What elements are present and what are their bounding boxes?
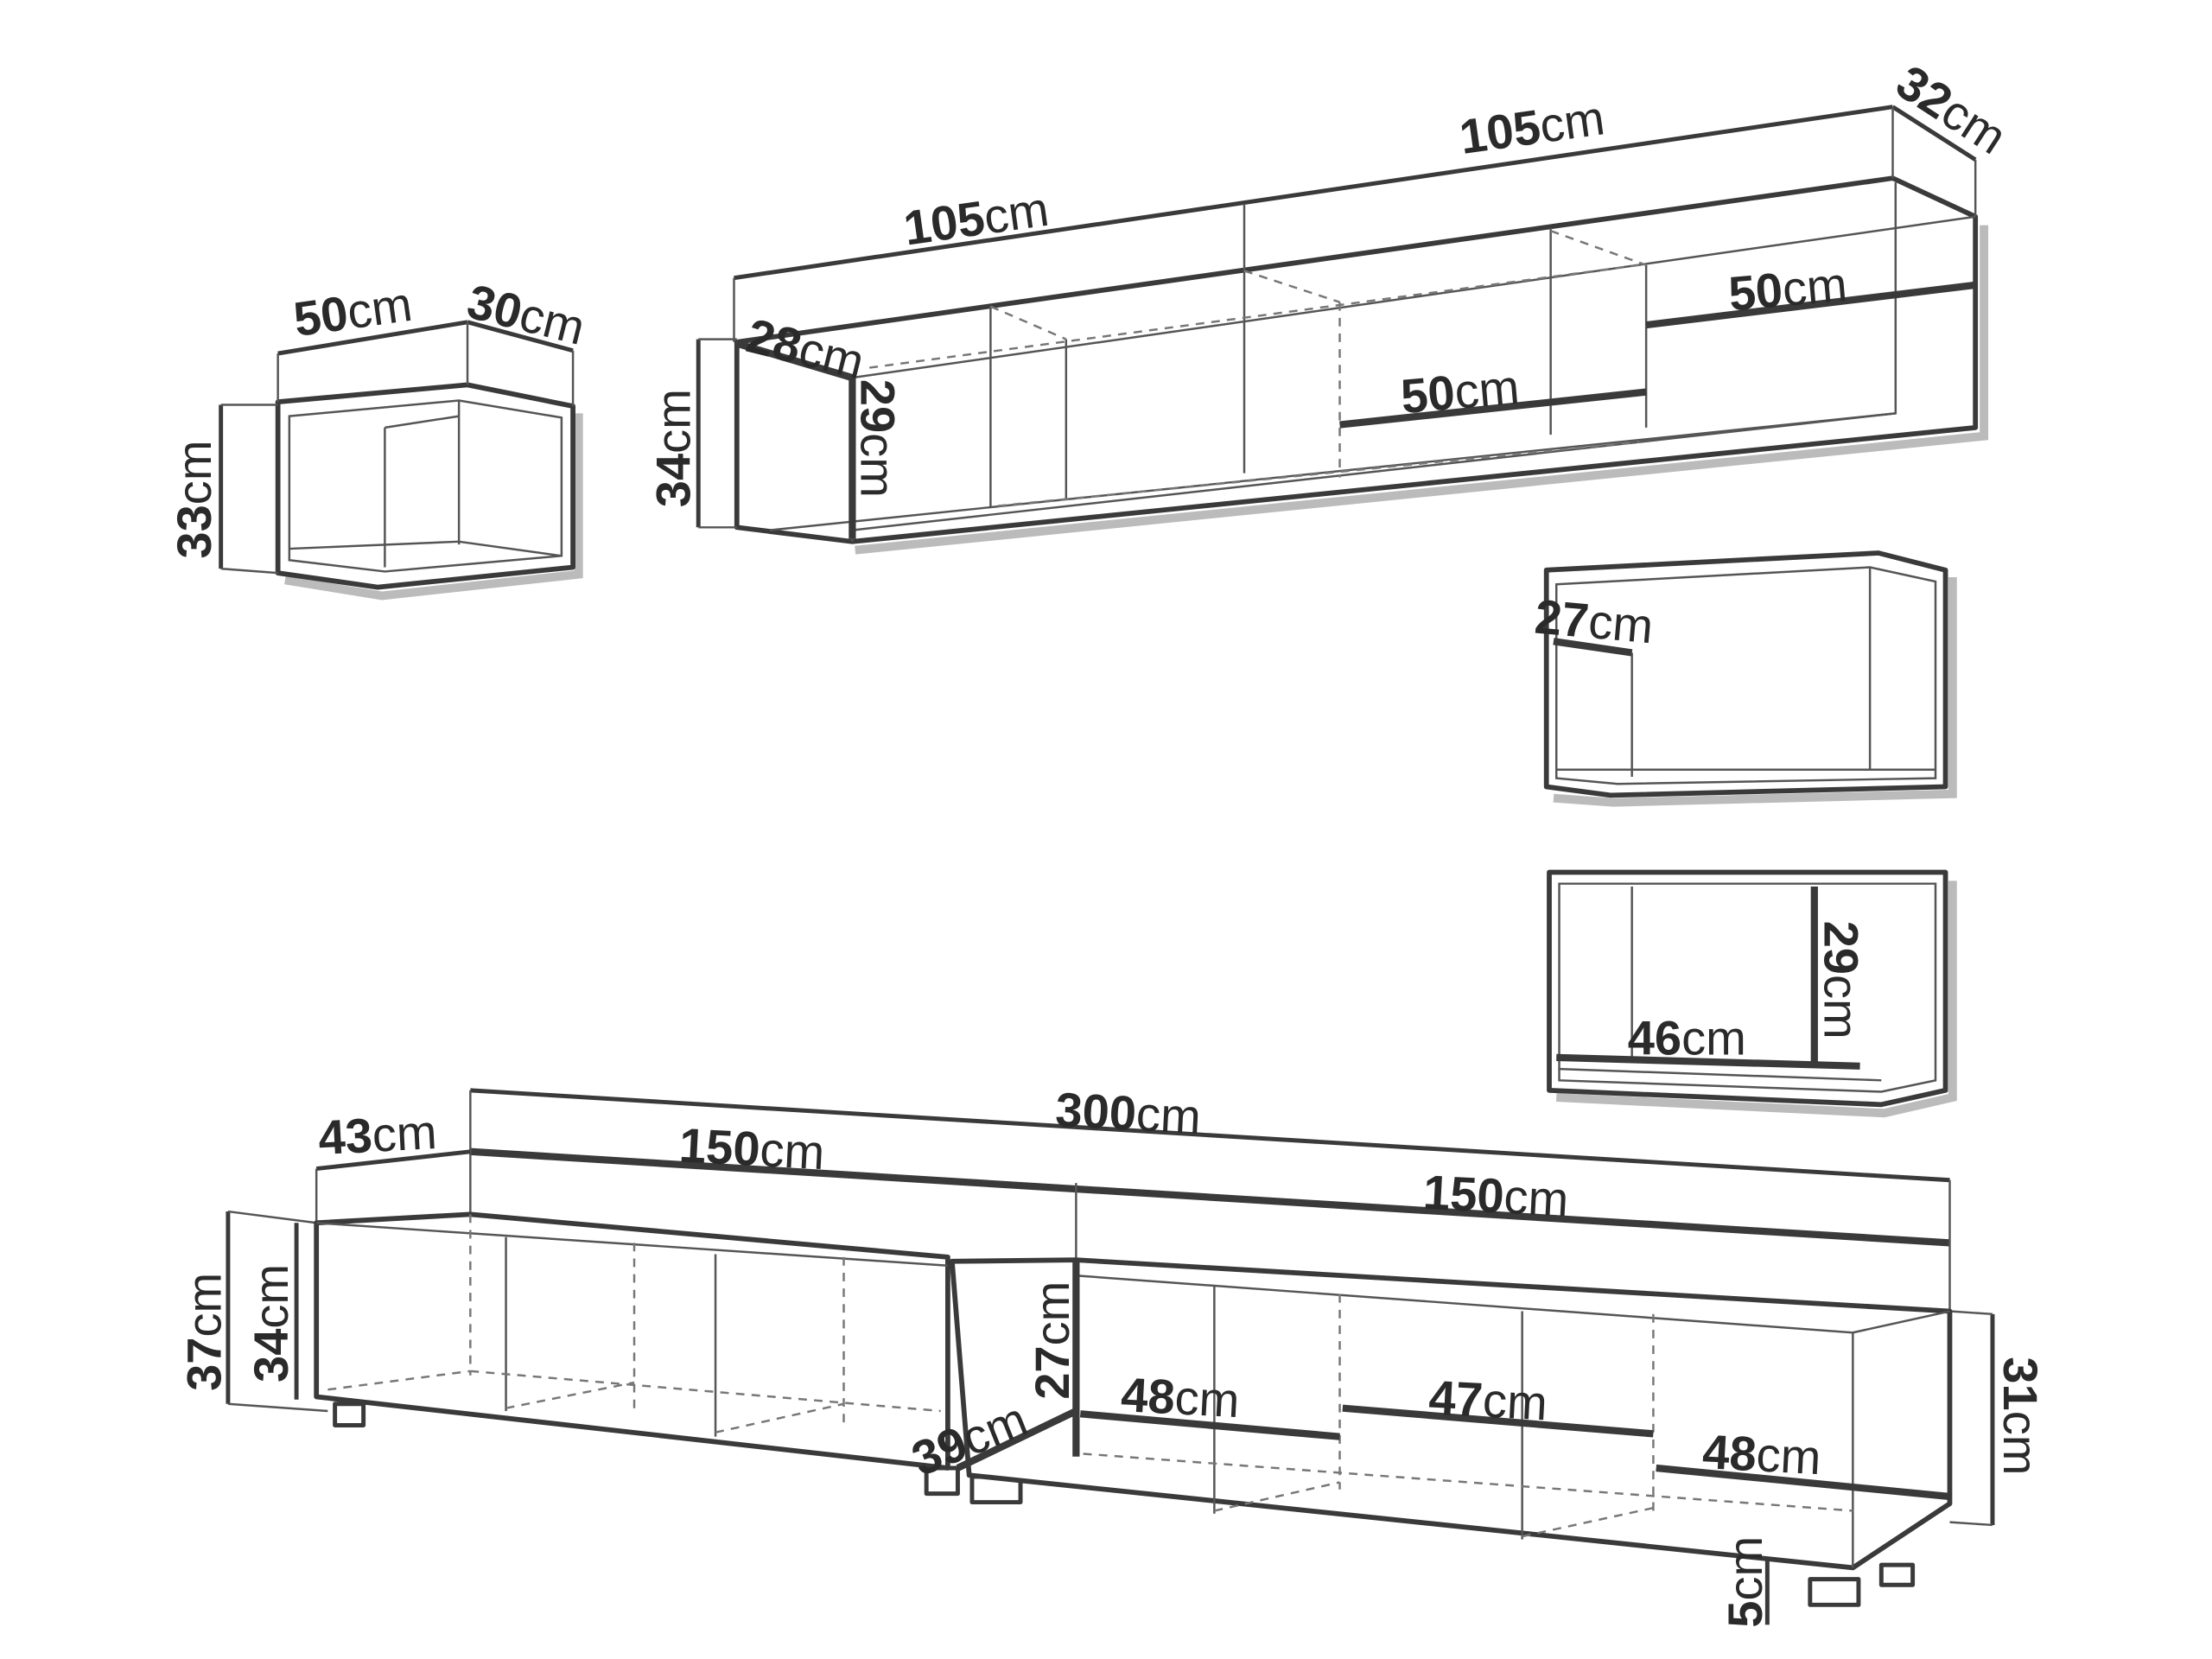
wall-cube-depth-label: 30cm [462,274,590,355]
tv-stand-drawer-mid-label: 47cm [1427,1370,1548,1430]
tv-stand-inner-height-label: 27cm [1025,1281,1079,1400]
box-lower-inner-height-label: 29cm [1814,921,1868,1039]
tv-stand: 300cm 150cm 150cm 43cm 37cm 34cm 27cm 39… [177,1082,2049,1628]
shelf-height-label: 34cm [645,389,700,507]
tv-stand-total-height-label: 37cm [177,1273,232,1391]
shelf-width-right-label: 105cm [1456,90,1607,164]
wall-cube-height-label: 33cm [167,440,221,558]
shelf-depth-label: 32cm [1887,54,2016,165]
shelf-compartment-right-label: 50cm [1726,257,1849,321]
box-upper: 27cm [1533,550,1957,807]
tv-stand-drawer-left-label: 48cm [1120,1367,1241,1427]
shelf-inner-height-label: 29cm [850,379,905,498]
tv-stand-left-width-label: 150cm [678,1117,826,1179]
box-lower: 29cm 46cm [1547,869,1957,1118]
long-shelf: 105cm 105cm 32cm 34cm 28cm 29cm 50cm 50c… [645,54,2016,555]
leg [333,1402,366,1427]
tv-stand-total-width-label: 300cm [1054,1082,1202,1144]
wall-cube-width-label: 50cm [290,276,416,346]
wall-cube: 50cm 30cm 33cm [167,274,590,601]
shelf-width-left-label: 105cm [900,181,1052,256]
box-lower-inner-width-label: 46cm [1628,1011,1746,1065]
tv-stand-depth-label: 43cm [317,1104,438,1165]
tv-stand-side-height-label: 31cm [1993,1357,2048,1475]
shelf-compartment-mid-label: 50cm [1399,359,1522,424]
tv-stand-drawer-right-label: 48cm [1701,1424,1822,1484]
leg [1808,1577,1861,1607]
tv-stand-right-width-label: 150cm [1422,1165,1570,1227]
tv-stand-leg-height-label: 5cm [1718,1536,1772,1628]
box-upper-depth-label: 27cm [1533,589,1656,654]
tv-stand-body-height-label: 34cm [244,1264,298,1382]
leg [1878,1562,1916,1587]
